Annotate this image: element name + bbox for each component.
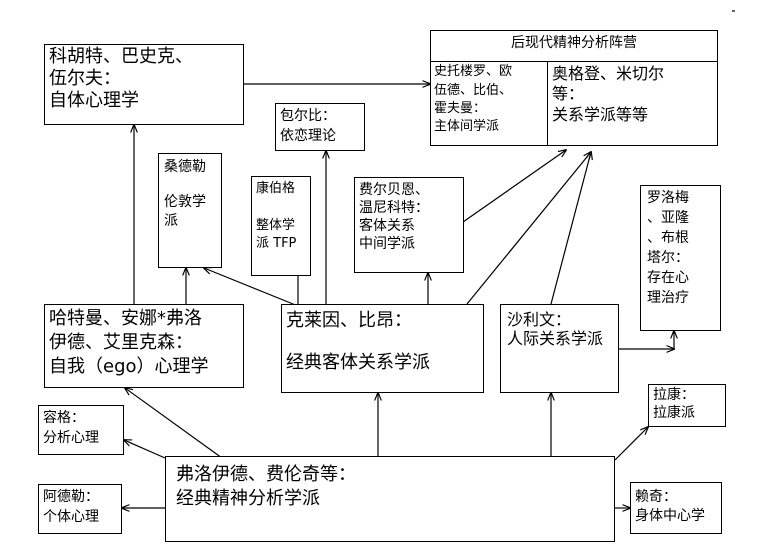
postmodern-left-line1: 史托楼罗、欧	[434, 64, 513, 79]
klein-line1: 克莱因、比昂：	[286, 310, 412, 331]
kohut-box: 科胡特、巴史克、 伍尔夫： 自体心理学	[44, 44, 244, 125]
jung-line2: 分析心理	[43, 430, 99, 446]
kohut-line1: 科胡特、巴史克、	[49, 46, 193, 67]
bowlby-line1: 包尔比：	[280, 108, 336, 124]
postmodern-right-line1: 奥格登、米切尔	[552, 64, 665, 83]
rollo-line6: 理治疗	[647, 290, 689, 306]
freud-box: 弗洛伊德、费伦奇等： 经典精神分析学派	[165, 456, 615, 542]
arrow-fairbairn-to-postmodern	[462, 150, 566, 223]
bowlby-box: 包尔比： 依恋理论	[275, 103, 365, 151]
postmodern-left-line2: 伍德、比伯、	[434, 83, 513, 98]
fairbairn-line3: 客体关系	[359, 218, 415, 234]
lacan-line1: 拉康：	[653, 387, 695, 403]
arrow-sullivan-to-postmodern	[550, 152, 591, 305]
postmodern-left-line4: 主体间学派	[434, 119, 500, 134]
fairbairn-line2: 温尼科特：	[359, 200, 429, 216]
sanderler-line3: 派	[164, 213, 178, 229]
postmodern-right-line2: 等：	[552, 84, 585, 103]
lacan-box: 拉康： 拉康派	[648, 384, 726, 427]
freud-line1: 弗洛伊德、费伦奇等：	[176, 464, 356, 485]
sullivan-line2: 人际关系学派	[507, 329, 604, 348]
arrow-freud-to-lacan	[614, 427, 648, 461]
kernberg-box: 康伯格 整体学 派 TFP	[251, 176, 311, 276]
kernberg-line1: 康伯格	[256, 181, 296, 196]
reich-box: 赖奇： 身体中心学	[630, 482, 722, 534]
postmodern-column-divider	[547, 61, 548, 146]
hartmann-box: 哈特曼、安娜*弗洛 伊德、艾里克森： 自我（ego）心理学	[44, 304, 244, 388]
adler-line1: 阿德勒：	[43, 489, 99, 505]
klein-box: 克莱因、比昂： 经典客体关系学派	[281, 304, 484, 393]
sanderler-line1: 桑德勒	[164, 159, 206, 175]
rollo-box: 罗洛梅 、亚隆 、布根 塔尔： 存在心 理治疗	[640, 185, 721, 331]
sullivan-box: 沙利文： 人际关系学派	[500, 304, 619, 393]
postmodern-right-line3: 关系学派等等	[552, 105, 649, 124]
fairbairn-box: 费尔贝恩、 温尼科特： 客体关系 中间学派	[354, 177, 464, 273]
arrow-klein-to-postmodern	[466, 152, 591, 305]
postmodern-title: 后现代精神分析阵营	[511, 35, 637, 51]
hartmann-line3: 自我（ego）心理学	[49, 356, 209, 377]
postmodern-left-line3: 霍夫曼：	[434, 101, 487, 116]
fairbairn-line1: 费尔贝恩、	[359, 182, 429, 198]
jung-line1: 容格：	[43, 410, 85, 426]
reich-line1: 赖奇：	[635, 489, 677, 505]
bowlby-line2: 依恋理论	[280, 128, 336, 144]
rollo-line2: 、亚隆	[647, 210, 689, 226]
adler-box: 阿德勒： 个体心理	[38, 484, 122, 534]
sullivan-line1: 沙利文：	[507, 310, 572, 329]
klein-line2: 经典客体关系学派	[286, 352, 430, 373]
reich-line2: 身体中心学	[635, 508, 705, 524]
postmodern-divider	[431, 61, 717, 62]
rollo-line4: 塔尔：	[647, 250, 689, 266]
rollo-line3: 、布根	[647, 230, 689, 246]
jung-box: 容格： 分析心理	[38, 405, 124, 455]
sanderler-box: 桑德勒 伦敦学 派	[158, 153, 222, 268]
kohut-line3: 自体心理学	[49, 90, 139, 111]
rollo-line5: 存在心	[647, 270, 689, 286]
kernberg-line2: 整体学	[256, 218, 296, 233]
kernberg-line3: 派 TFP	[256, 236, 297, 251]
arrow-klein-to-sanderler	[204, 268, 299, 307]
hartmann-line1: 哈特曼、安娜*弗洛	[49, 308, 202, 329]
fairbairn-line4: 中间学派	[359, 236, 415, 252]
kohut-line2: 伍尔夫：	[49, 68, 121, 89]
postmodern-box: 后现代精神分析阵营 史托楼罗、欧 伍德、比伯、 霍夫曼： 主体间学派 奥格登、米…	[430, 30, 718, 146]
sanderler-line2: 伦敦学	[164, 194, 206, 210]
freud-line2: 经典精神分析学派	[176, 488, 320, 509]
rollo-line1: 罗洛梅	[647, 190, 689, 206]
lacan-line2: 拉康派	[653, 405, 695, 421]
arrow-freud-to-jung	[124, 440, 166, 459]
adler-line2: 个体心理	[43, 509, 99, 525]
hartmann-line2: 伊德、艾里克森：	[49, 332, 193, 353]
arrow-freud-to-hartmann	[125, 388, 223, 459]
